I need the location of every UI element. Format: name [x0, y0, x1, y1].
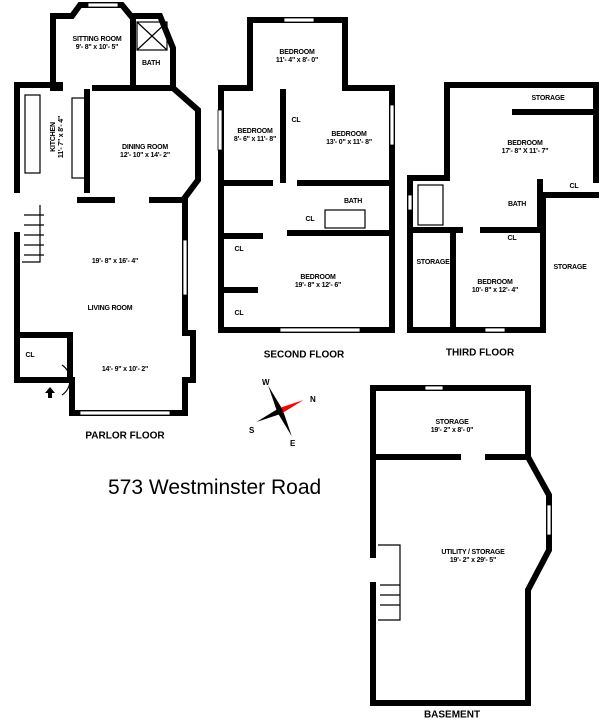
second-floor-walls: [217, 17, 395, 333]
room-label-living-room: LIVING ROOM: [87, 305, 133, 312]
room-label-storage: STORAGE: [553, 264, 587, 271]
entrance-arrow-icon: [45, 387, 55, 398]
room-label-closet: CL: [569, 183, 579, 190]
floor-label-basement: BASEMENT: [423, 709, 481, 721]
floor-label-third: THIRD FLOOR: [445, 347, 515, 359]
compass-n: N: [310, 395, 316, 404]
room-label-storage: STORAGE: [416, 259, 450, 266]
room-label-bath: BATH: [141, 60, 161, 67]
room-dims-living-room: 19'- 8" x 16'- 4": [91, 258, 139, 265]
room-label-closet: CL: [305, 216, 315, 223]
room-label-closet: CL: [507, 235, 517, 242]
room-label-closet: CL: [234, 310, 244, 317]
floor-label-second: SECOND FLOOR: [263, 349, 345, 361]
property-address-title: 573 Westminster Road: [108, 476, 322, 499]
room-label-closet: CL: [25, 352, 35, 359]
parlor-floor-walls: [14, 2, 201, 416]
room-dims-living-room-2: 14'- 9" x 10'- 2": [101, 366, 149, 373]
floor-label-parlor: PARLOR FLOOR: [85, 430, 165, 442]
third-floor-walls: [407, 82, 599, 333]
compass-e: E: [290, 439, 296, 448]
room-label-bath: BATH: [343, 198, 363, 205]
room-label-bath: BATH: [507, 201, 527, 208]
basement-walls: [370, 385, 552, 706]
room-label-storage: STORAGE: [531, 95, 565, 102]
room-label-closet: CL: [234, 246, 244, 253]
room-label-closet: CL: [291, 117, 301, 124]
compass-rose-icon: [256, 385, 304, 437]
compass-w: W: [262, 378, 270, 387]
compass-s: S: [249, 426, 255, 435]
